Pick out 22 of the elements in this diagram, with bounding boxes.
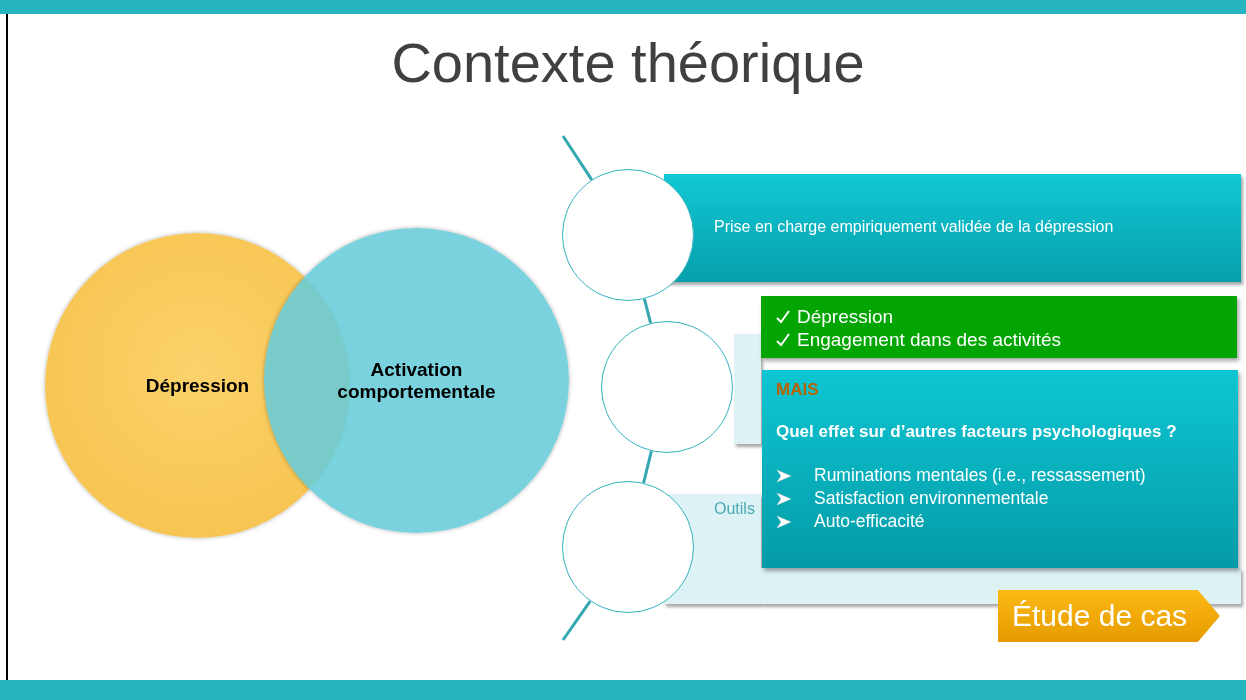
- checklist-item: Engagement dans des activités: [797, 328, 1062, 351]
- circle-label: Dépression: [144, 374, 251, 397]
- checklist-item: Dépression: [797, 305, 894, 328]
- question-text: Quel effet sur d’autres facteurs psychologiques ?: [776, 422, 1178, 442]
- timeline-line: [561, 135, 594, 181]
- callout-box: [762, 370, 1238, 568]
- bullet-item: Satisfaction environnementale: [814, 488, 1049, 509]
- circle-label: Activation comportementale: [336, 358, 497, 403]
- highlight-box: [761, 296, 1237, 358]
- text-band: [664, 174, 1241, 282]
- band-text: Outils: [714, 500, 755, 518]
- timeline-line: [561, 600, 592, 641]
- bullet-item: Ruminations mentales (i.e., ressassement): [814, 465, 1146, 486]
- text-band: [734, 334, 761, 444]
- tag-label: Étude de cas: [1012, 599, 1188, 633]
- slide-title: Contexte théorique: [390, 30, 866, 95]
- timeline-line: [642, 298, 653, 324]
- timeline-line: [642, 450, 653, 484]
- emphasis-word: MAIS: [776, 380, 819, 400]
- tag-shape: [998, 590, 1220, 642]
- band-text: Prise en charge empiriquement validée de la dépression: [714, 217, 1115, 236]
- bullet-item: Auto-efficacité: [814, 511, 925, 532]
